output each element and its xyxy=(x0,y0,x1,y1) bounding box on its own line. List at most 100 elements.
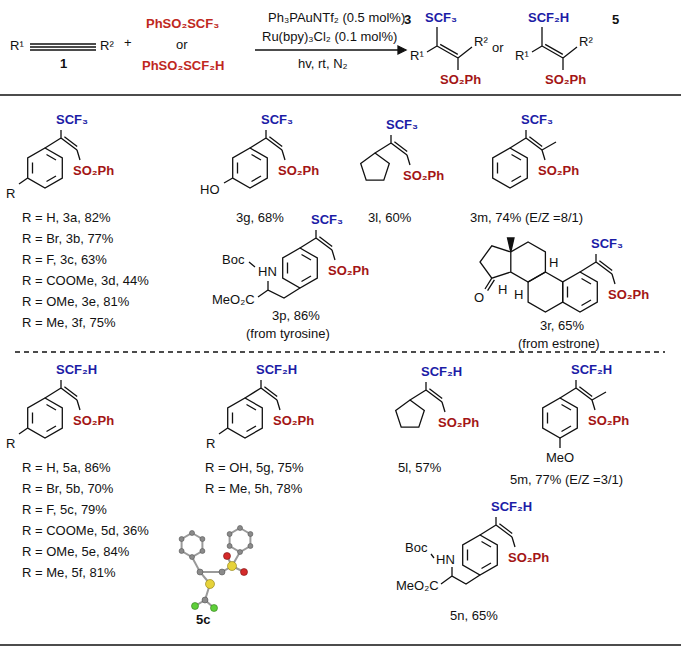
atom-label: 5n, 65% xyxy=(450,608,498,623)
vinyl-bond xyxy=(45,380,80,410)
sulfur-group: SCF₃ xyxy=(425,10,457,25)
compound-number: 5c xyxy=(196,612,210,627)
arrow-head xyxy=(398,46,406,54)
sulfur-group: SCF₃ xyxy=(521,112,553,127)
atom-label: 3m, 74% (E/Z =8/1) xyxy=(470,210,583,225)
vinyl-bond xyxy=(45,130,80,160)
sulfonyl-group: SO₂Ph xyxy=(538,163,579,178)
atom-label: 5m, 77% (E/Z =3/1) xyxy=(510,472,623,487)
methyl-wedge xyxy=(508,238,515,252)
bonds xyxy=(0,27,681,645)
atom-label: HN xyxy=(436,552,455,567)
atom-label: R = Br, 5b, 70% xyxy=(22,481,113,496)
crystal-structure xyxy=(179,526,253,612)
atom-label: R = F, 3c, 63% xyxy=(22,252,107,267)
sulfonyl-group: SO₂Ph xyxy=(328,263,369,278)
product-alkene xyxy=(427,27,472,70)
atom-label: R¹ xyxy=(410,48,424,63)
vinyl-bond xyxy=(250,130,285,160)
sulfonyl-group: SO₂Ph xyxy=(438,415,479,430)
bond xyxy=(224,178,233,183)
atom-label: R = COOMe, 3d, 44% xyxy=(22,273,149,288)
atom-label: (from estrone) xyxy=(518,336,600,351)
atom-label: R² xyxy=(100,38,114,53)
steroid-ring xyxy=(511,242,546,282)
atom-label: 3l, 60% xyxy=(368,210,411,225)
atom-label: MeO₂C xyxy=(396,578,439,593)
reagent-name: PhSO₂SCF₃ xyxy=(146,16,219,31)
atom-label: Ru(bpy)₃Cl₂ (0.1 mol%) xyxy=(262,29,397,44)
atom-label: H xyxy=(514,287,523,302)
atom-label: or xyxy=(176,37,188,52)
sulfonyl-group: SO₂Ph xyxy=(403,168,444,183)
steroid-ring xyxy=(528,272,563,312)
benzene-ring xyxy=(283,248,318,288)
sulfonyl-group: SO₂Ph xyxy=(273,413,314,428)
atom-label: MeO xyxy=(546,450,574,465)
atom-label: + xyxy=(124,35,132,50)
atom-label: R = F, 5c, 79% xyxy=(22,502,107,517)
atom-label: R² xyxy=(579,34,593,49)
atom-label: R = H, 3a, 82% xyxy=(22,210,111,225)
atom-label: 3r, 65% xyxy=(540,318,584,333)
rule xyxy=(0,644,681,646)
sulfur-group: SCF₃ xyxy=(591,236,623,251)
atom-label: R = Me, 5f, 81% xyxy=(22,565,116,580)
sulfonyl-group: SO₂Ph xyxy=(508,550,549,565)
vinyl-bond xyxy=(300,230,335,260)
benzene-ring xyxy=(228,398,263,438)
methyl-bond xyxy=(542,142,556,150)
atom-label: 3g, 68% xyxy=(236,210,284,225)
atom-label: R = OH, 5g, 75% xyxy=(205,460,304,475)
benzene-ring xyxy=(493,148,528,188)
sulfur-group: SCF₃ xyxy=(261,112,293,127)
atom-label: Ph₃PAuNTf₂ (0.5 mol%) xyxy=(268,10,405,25)
cyclopentane-ring xyxy=(361,153,390,180)
sulfonyl-group: SO₂Ph xyxy=(73,163,114,178)
amino-acid-chain xyxy=(249,262,300,298)
vinyl-bond xyxy=(375,135,410,165)
atom-label: MeO₂C xyxy=(212,292,255,307)
reaction-arrow xyxy=(255,49,398,50)
atom-label: R = Br, 3b, 77% xyxy=(22,231,113,246)
atom-label: (from tyrosine) xyxy=(246,326,330,341)
atom-label: 5l, 57% xyxy=(398,460,441,475)
benzene-ring xyxy=(463,535,498,575)
vinyl-bond xyxy=(580,254,615,284)
benzene-ring xyxy=(233,148,268,188)
benzene-ring xyxy=(28,148,63,188)
atom-label: HO xyxy=(200,182,220,197)
benzene-ring xyxy=(28,398,63,438)
atom-label: HN xyxy=(258,264,277,279)
atom-label: R = OMe, 5e, 84% xyxy=(22,544,129,559)
sulfur-group: SCF₂H xyxy=(421,364,462,379)
atom-label: R xyxy=(206,436,215,451)
atom-label: R = OMe, 3e, 81% xyxy=(22,294,129,309)
sulfonyl-group: SO₂Ph xyxy=(278,163,319,178)
sulfur-group: SCF₃ xyxy=(386,117,418,132)
sulfur-group: SCF₂H xyxy=(56,362,97,377)
atom-label: R¹ xyxy=(10,38,24,53)
sulfonyl-group: SO₂Ph xyxy=(545,72,586,87)
sulfur-group: SCF₂H xyxy=(256,362,297,377)
vinyl-bond xyxy=(560,380,595,410)
sulfonyl-group: SO₂Ph xyxy=(73,413,114,428)
atom-label: R² xyxy=(474,34,488,49)
atom-label: R xyxy=(6,186,15,201)
atom-label: H xyxy=(498,282,507,297)
atom-label: Boc xyxy=(405,540,427,555)
alkyne-bond xyxy=(30,44,96,50)
vinyl-bond xyxy=(245,380,280,410)
bond xyxy=(19,178,28,184)
atom-label: or xyxy=(492,40,504,55)
sulfur-group: SCF₃ xyxy=(311,212,343,227)
atom-label: R = Me, 5h, 78% xyxy=(205,481,302,496)
atom-label: R¹ xyxy=(515,48,529,63)
vinyl-bond xyxy=(410,382,445,412)
dashed-rule xyxy=(15,351,665,352)
compound-number: 1 xyxy=(60,56,67,71)
compound-number: 3 xyxy=(404,12,411,27)
sulfonyl-group: SO₂Ph xyxy=(588,413,629,428)
atom-label: R = Me, 3f, 75% xyxy=(22,315,116,330)
atom-label: hv, rt, N₂ xyxy=(298,56,348,71)
